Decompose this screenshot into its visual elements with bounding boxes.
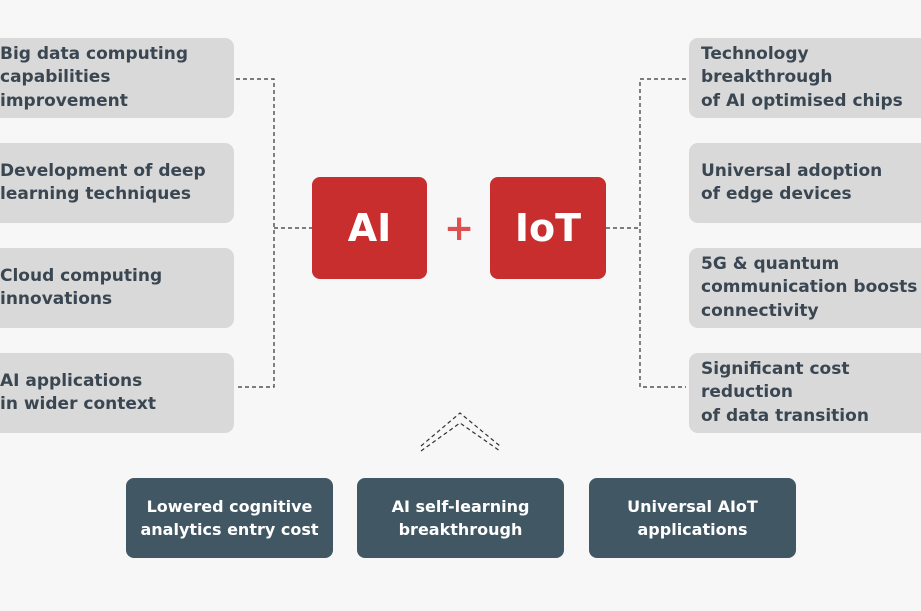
left-factor-cloud-computing: Cloud computing innovations — [0, 248, 234, 328]
right-factor-cost-reduction: Significant cost reduction of data trans… — [689, 353, 921, 433]
ai-box: AI — [312, 177, 427, 279]
outcome-self-learning: AI self-learning breakthrough — [357, 478, 564, 558]
outcome-aiot-applications: Universal AIoT applications — [589, 478, 796, 558]
left-factor-ai-applications: AI applications in wider context — [0, 353, 234, 433]
iot-box: IoT — [490, 177, 606, 279]
outcome-cognitive-analytics: Lowered cognitive analytics entry cost — [126, 478, 333, 558]
right-factor-ai-chips: Technology breakthrough of AI optimised … — [689, 38, 921, 118]
right-factor-edge-devices: Universal adoption of edge devices — [689, 143, 921, 223]
left-factor-big-data: Big data computing capabilities improvem… — [0, 38, 234, 118]
left-factor-deep-learning: Development of deep learning techniques — [0, 143, 234, 223]
plus-sign: + — [444, 208, 475, 249]
right-factor-5g-quantum: 5G & quantum communication boosts connec… — [689, 248, 921, 328]
